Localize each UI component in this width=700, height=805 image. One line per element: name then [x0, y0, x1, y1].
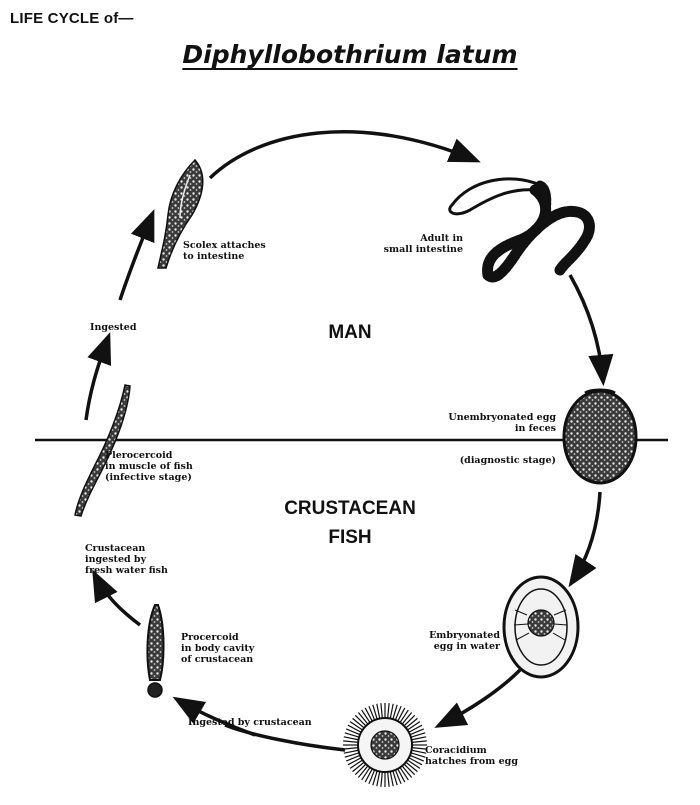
unembryonated-egg-drawing: [562, 388, 638, 485]
coracidium-drawing: [343, 703, 427, 787]
arrow-egg-to-embryonated: [568, 491, 602, 588]
species-name: Diphyllobothrium latum: [182, 40, 518, 69]
region-fish: FISH: [328, 527, 372, 548]
region-man: MAN: [328, 322, 372, 343]
cycle-arrows: [84, 130, 614, 752]
arrow-procercoid-to-plerocercoid: [92, 569, 142, 627]
arrow-coracidium-to-procercoid-b: [172, 696, 256, 737]
diagram-title: Diphyllobothrium latum: [0, 40, 700, 69]
embryonated-egg-drawing: [502, 575, 580, 679]
diagram-header: LIFE CYCLE of—: [10, 10, 134, 27]
adult-worm-drawing: [448, 177, 595, 283]
plerocercoid-drawing: [74, 384, 131, 517]
region-crustacean-fish: CRUSTACEAN FISH: [270, 494, 430, 552]
label-diagnostic-stage: (diagnostic stage): [459, 455, 556, 466]
region-crustacean: CRUSTACEAN: [284, 498, 416, 519]
procercoid-drawing: [146, 604, 165, 698]
arrow-plerocercoid-to-ingested: [84, 332, 112, 421]
arrow-scolex-to-adult: [208, 130, 481, 180]
arrow-adult-to-egg: [568, 274, 614, 387]
arrow-ingested-to-scolex: [118, 209, 155, 301]
arrow-embryonated-to-coracidium: [434, 668, 522, 728]
label-ingested-by-crustacean: Ingested by crustacean: [188, 717, 312, 728]
label-ingested: Ingested: [90, 322, 137, 333]
scolex-drawing: [157, 158, 204, 269]
